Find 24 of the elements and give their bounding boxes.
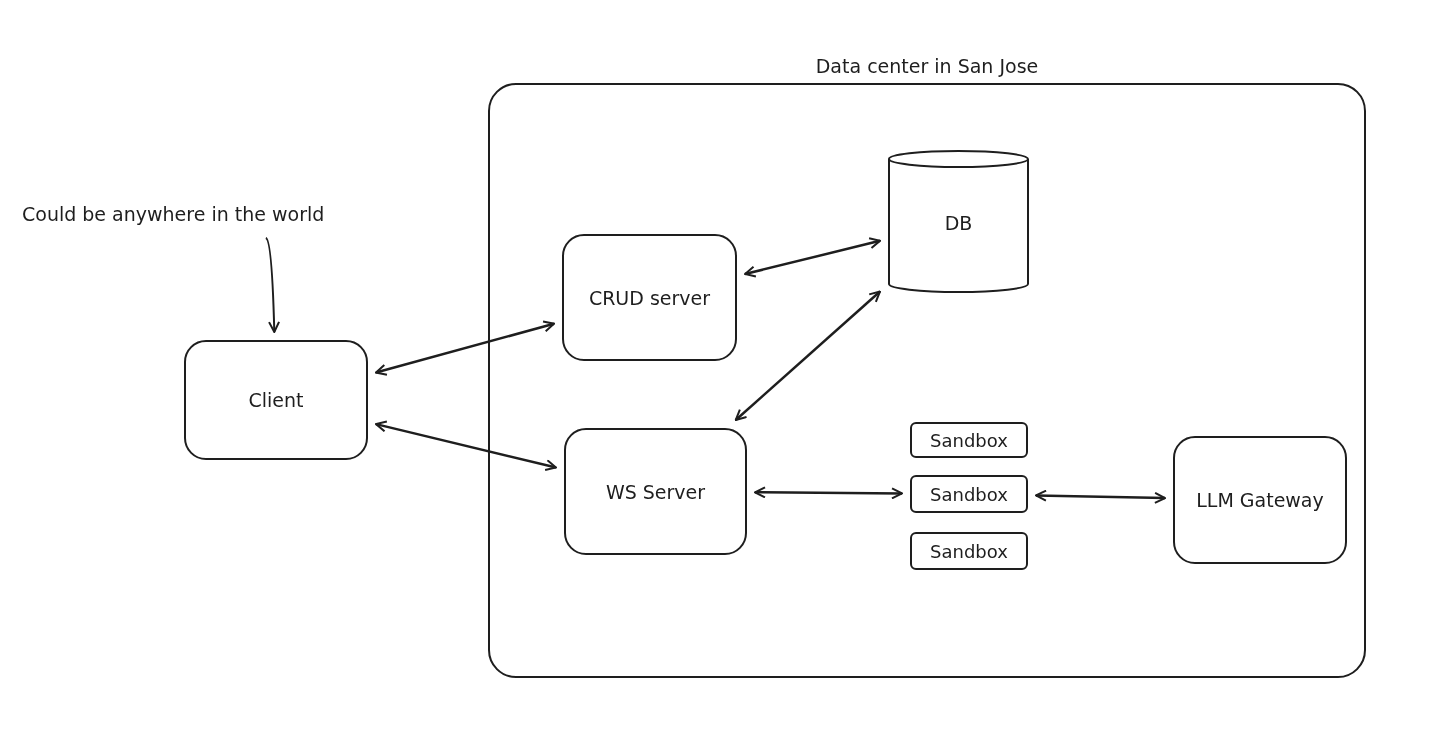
server-label: CRUD server: [588, 286, 711, 309]
arrow: [375, 320, 555, 376]
arrow: [375, 420, 557, 472]
arrow: [1035, 489, 1166, 504]
sandbox-box: [910, 422, 1028, 458]
server-label: Client: [248, 389, 304, 411]
note-text: Could be anywhere in the world: [22, 198, 362, 230]
database-label: DB: [944, 212, 973, 234]
arrow: [744, 237, 881, 278]
server-label: WS Server: [605, 480, 706, 503]
arrow: [734, 290, 881, 421]
region-label: Data center in San Jose: [815, 55, 1039, 77]
arrow: [264, 237, 280, 333]
sandbox-label: Sandbox: [930, 483, 1008, 505]
server-box: [564, 428, 747, 555]
server-label: LLM Gateway: [1196, 489, 1324, 511]
server-box: [562, 234, 737, 361]
arrow: [754, 486, 903, 500]
server-box: [184, 340, 368, 460]
sandbox-label: Sandbox: [930, 540, 1008, 562]
server-box: [1173, 436, 1347, 564]
sandbox-box: [910, 532, 1028, 570]
sandbox-box: [910, 475, 1028, 513]
sandbox-label: Sandbox: [930, 429, 1008, 451]
